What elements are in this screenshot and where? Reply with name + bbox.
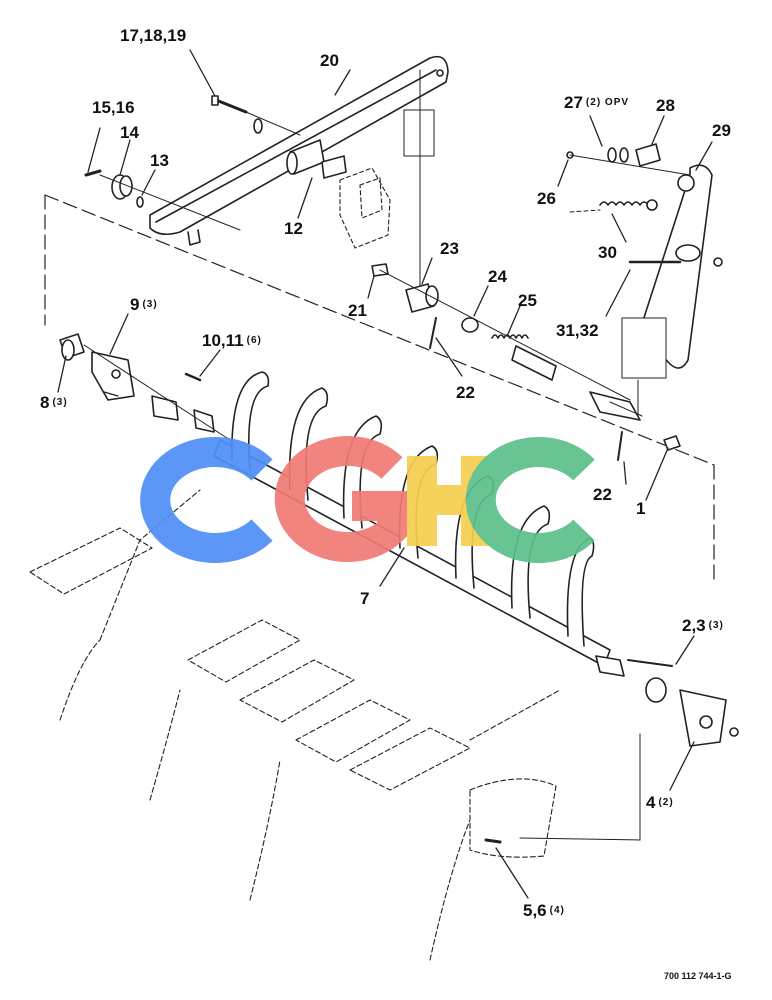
callout-7: 7 xyxy=(360,589,370,608)
linkage-21-25 xyxy=(371,263,631,401)
callout-13: 13 xyxy=(150,151,169,170)
callout-9: 9(3) xyxy=(130,295,158,314)
callout-20: 20 xyxy=(320,51,339,70)
pivot-1-22 xyxy=(589,391,681,461)
callout-26: 26 xyxy=(537,189,556,208)
callout-15-16: 15,16 xyxy=(92,98,135,117)
callout-22-lower: 22 xyxy=(593,485,612,504)
callout-21: 21 xyxy=(348,301,367,320)
callout-27: 27(2) OPV xyxy=(564,93,630,112)
callout-5-6: 5,6(4) xyxy=(523,901,565,920)
bolt-17-19 xyxy=(211,95,301,136)
bearing-stack-13-16 xyxy=(84,169,241,231)
guard-panel-5-6 xyxy=(469,733,641,858)
bearing-mounts-8-11 xyxy=(59,333,231,441)
callout-12: 12 xyxy=(284,219,303,238)
spring-part-30 xyxy=(569,199,658,213)
callout-28: 28 xyxy=(656,96,675,115)
arm-part-29 xyxy=(621,164,713,421)
callout-24: 24 xyxy=(488,267,507,286)
phantom-outline xyxy=(44,194,715,581)
bearing-mounts-2-4 xyxy=(595,655,739,747)
callout-4: 4(2) xyxy=(646,793,674,812)
bolt-31-32 xyxy=(628,257,723,267)
arm-part-20 xyxy=(149,55,449,291)
floor-plates xyxy=(29,489,561,961)
callout-10-11: 10,11(6) xyxy=(202,331,262,350)
callout-17-18-19: 17,18,19 xyxy=(120,26,187,45)
spacer-part-12 xyxy=(286,139,347,179)
callout-2-3: 2,3(3) xyxy=(682,616,724,635)
callout-30: 30 xyxy=(598,243,617,262)
tine-shaft-part-7 xyxy=(213,371,611,667)
callout-23: 23 xyxy=(440,239,459,258)
drawing-number: 700 112 744-1-G xyxy=(664,971,732,981)
callout-8: 8(3) xyxy=(40,393,68,412)
callout-14: 14 xyxy=(120,123,139,142)
callout-1: 1 xyxy=(636,499,646,518)
callout-25: 25 xyxy=(518,291,537,310)
callout-22-upper: 22 xyxy=(456,383,475,402)
callout-31-32: 31,32 xyxy=(556,321,599,340)
callout-29: 29 xyxy=(712,121,731,140)
leader-arrows xyxy=(57,49,713,899)
washers-27-28 xyxy=(566,143,691,176)
bracket-dashed xyxy=(339,167,391,249)
